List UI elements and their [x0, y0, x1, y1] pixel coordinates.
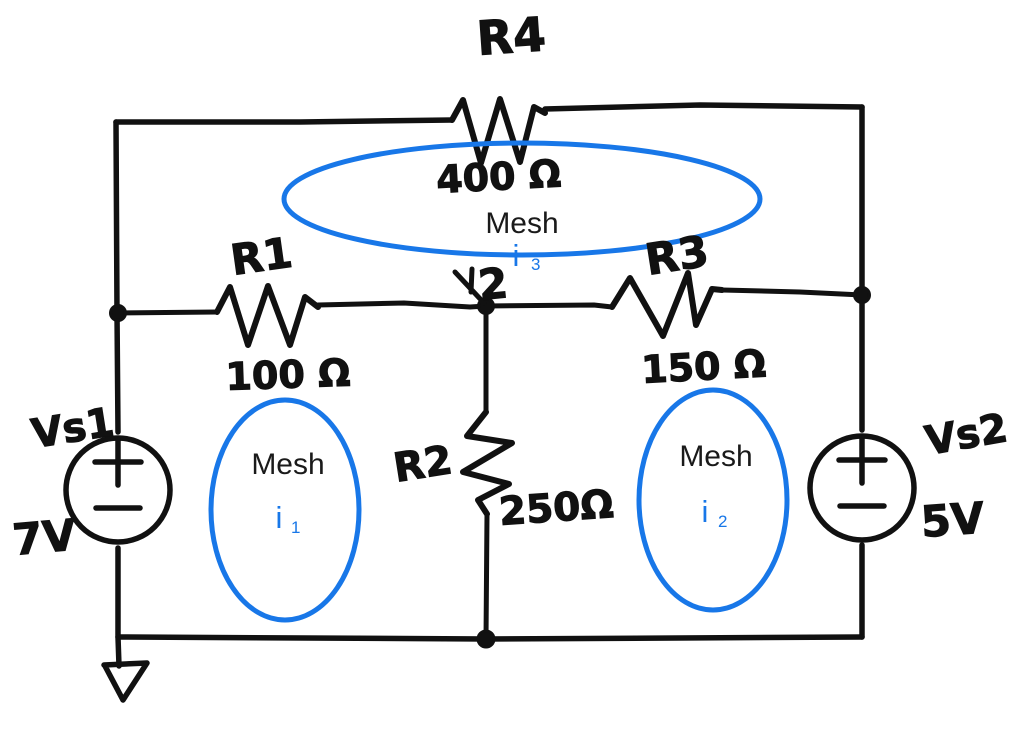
label-R1-value: 100 Ω [225, 351, 351, 399]
label-Vs1-value: 7V [11, 511, 79, 566]
wire-left-rail-lower [115, 545, 122, 669]
ground-icon [101, 660, 150, 703]
wire-R2-to-bottom-node [483, 511, 490, 642]
label-R4-value: 400 Ω [435, 152, 562, 202]
mesh-i1-subscript: 1 [291, 518, 300, 537]
label-R3-ref: R3 [642, 227, 712, 286]
mesh-i2-word: Mesh [679, 440, 752, 473]
mesh-i3-subscript: 3 [531, 255, 540, 274]
mesh-loop-i1 [208, 397, 362, 623]
mesh-i1-current: i [276, 500, 283, 535]
label-Vs1-ref: Vs1 [28, 400, 117, 458]
wire-top-left [113, 117, 455, 125]
wire-left-rail-upper [113, 119, 121, 435]
wire-R1-to-node2 [315, 300, 489, 310]
mesh-i3-current: i [513, 238, 520, 273]
label-R1-ref: R1 [228, 228, 296, 285]
label-R3-value: 150 Ω [640, 342, 767, 392]
wire-R3-to-right-rail [719, 287, 865, 298]
junction-dot-left-rail [109, 304, 127, 322]
wire-node2-to-R3 [483, 302, 615, 310]
mesh-loop-i2 [636, 387, 790, 613]
label-Vs2-value: 5V [919, 494, 986, 548]
label-R2-value: 250Ω [498, 482, 615, 535]
node-2-arrow-icon [452, 266, 487, 306]
wire-top-right [542, 102, 865, 112]
resistor-R4-zigzag [449, 96, 548, 166]
label-R4-ref: R4 [475, 7, 548, 67]
mesh-i2-subscript: 2 [718, 512, 727, 531]
junction-dot-right-rail [853, 286, 871, 304]
wire-node1-to-R1 [117, 309, 220, 316]
resistor-R3-zigzag [609, 270, 725, 339]
junction-dot-bottom-center [476, 629, 496, 649]
label-Vs2-ref: Vs2 [922, 405, 1011, 465]
mesh-loop-i3 [281, 140, 763, 258]
mesh-i2-current: i [702, 494, 709, 529]
label-node-2: 2 [476, 258, 510, 310]
mesh-i1-word: Mesh [251, 448, 324, 481]
mesh-i3-word: Mesh [485, 207, 558, 240]
resistor-R1-zigzag [214, 283, 321, 348]
resistor-R2-zigzag [460, 409, 515, 517]
label-R2-ref: R2 [390, 437, 455, 492]
